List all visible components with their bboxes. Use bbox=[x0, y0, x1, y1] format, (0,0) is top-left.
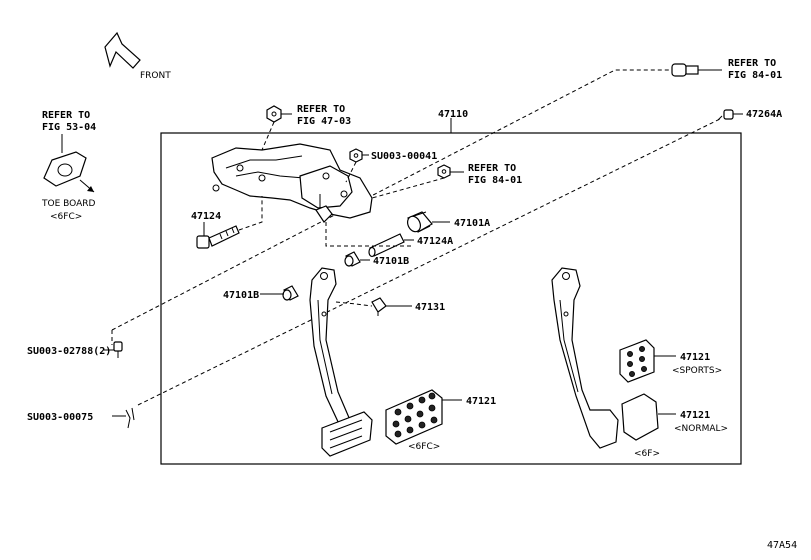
nut-refer-84-icon bbox=[437, 164, 451, 179]
part-number-47101b-left: 47101B bbox=[223, 290, 259, 301]
bushing-47101b-left-icon bbox=[282, 285, 299, 301]
toe-board-label: TOE BOARD bbox=[41, 199, 95, 209]
pedal-pad-sports-icon bbox=[619, 339, 655, 383]
su003-00041-dash bbox=[345, 161, 357, 183]
brake-pedal bbox=[309, 267, 373, 457]
refer-84-mid-dash bbox=[371, 177, 445, 199]
bolt-47124-icon bbox=[196, 225, 240, 249]
part-47124-dash bbox=[238, 196, 263, 231]
toe-board-variant: <6FC> bbox=[50, 212, 82, 222]
refer-53-line1: REFER TO bbox=[42, 110, 90, 121]
part-number-47124a: 47124A bbox=[417, 236, 453, 247]
toe-board-arrowhead-icon bbox=[87, 186, 94, 192]
bolt-su003-02788-icon bbox=[113, 341, 123, 358]
part-number-47124: 47124 bbox=[191, 211, 221, 222]
dashed-guide-upper bbox=[111, 69, 680, 331]
refer-53-line2: FIG 53-04 bbox=[42, 122, 96, 133]
collar-47124a-icon bbox=[368, 233, 405, 258]
toe-board-gasket-icon bbox=[43, 151, 87, 187]
refer-84-mid-line2: FIG 84-01 bbox=[468, 175, 522, 186]
variant-6fc: <6FC> bbox=[408, 442, 440, 452]
diagram-code: 47A54 bbox=[767, 540, 797, 551]
pedal-bracket bbox=[211, 143, 373, 223]
nut-icon bbox=[266, 105, 282, 123]
nut-su003-00041-icon bbox=[349, 148, 363, 163]
part-number-47264a: 47264A bbox=[746, 109, 782, 120]
part-number-47110: 47110 bbox=[438, 109, 468, 120]
pedal-pad-normal-icon bbox=[621, 393, 659, 441]
front-arrow-icon bbox=[104, 31, 141, 69]
variant-6f: <6F> bbox=[634, 449, 660, 459]
bushing-47101b-right-icon bbox=[344, 251, 361, 267]
refer-84-top-line2: FIG 84-01 bbox=[728, 70, 782, 81]
part-number-su003-02788: SU003-02788(2) bbox=[27, 346, 111, 357]
screw-47264a-icon bbox=[717, 109, 734, 121]
pedal-pad-6fc-icon bbox=[385, 389, 443, 445]
part-number-su003-00075: SU003-00075 bbox=[27, 412, 93, 423]
stopper-47131-icon bbox=[371, 297, 387, 316]
refer-47-line1: REFER TO bbox=[297, 104, 345, 115]
dashed-guide-lower bbox=[137, 117, 723, 406]
stop-lamp-switch-icon bbox=[671, 63, 722, 77]
part-number-su003-00041: SU003-00041 bbox=[371, 151, 437, 162]
refer-84-top-line1: REFER TO bbox=[728, 58, 776, 69]
refer-47-dash bbox=[261, 121, 275, 151]
part-47131-dash bbox=[335, 301, 373, 307]
bracket-pedal-dash bbox=[325, 222, 414, 247]
clip-su003-00075-icon bbox=[125, 407, 135, 429]
part-number-47131: 47131 bbox=[415, 302, 445, 313]
part-number-47121-sports: 47121 bbox=[680, 352, 710, 363]
variant-normal: <NORMAL> bbox=[674, 424, 728, 434]
part-number-47101a: 47101A bbox=[454, 218, 490, 229]
part-number-47101b-right: 47101B bbox=[373, 256, 409, 267]
bushing-47101a-icon bbox=[406, 211, 433, 233]
part-number-47121-normal: 47121 bbox=[680, 410, 710, 421]
refer-47-line2: FIG 47-03 bbox=[297, 116, 351, 127]
front-label: FRONT bbox=[140, 71, 171, 81]
variant-sports: <SPORTS> bbox=[672, 366, 722, 376]
right-pedal bbox=[551, 267, 619, 449]
refer-84-mid-line1: REFER TO bbox=[468, 163, 516, 174]
part-number-47121-6fc: 47121 bbox=[466, 396, 496, 407]
